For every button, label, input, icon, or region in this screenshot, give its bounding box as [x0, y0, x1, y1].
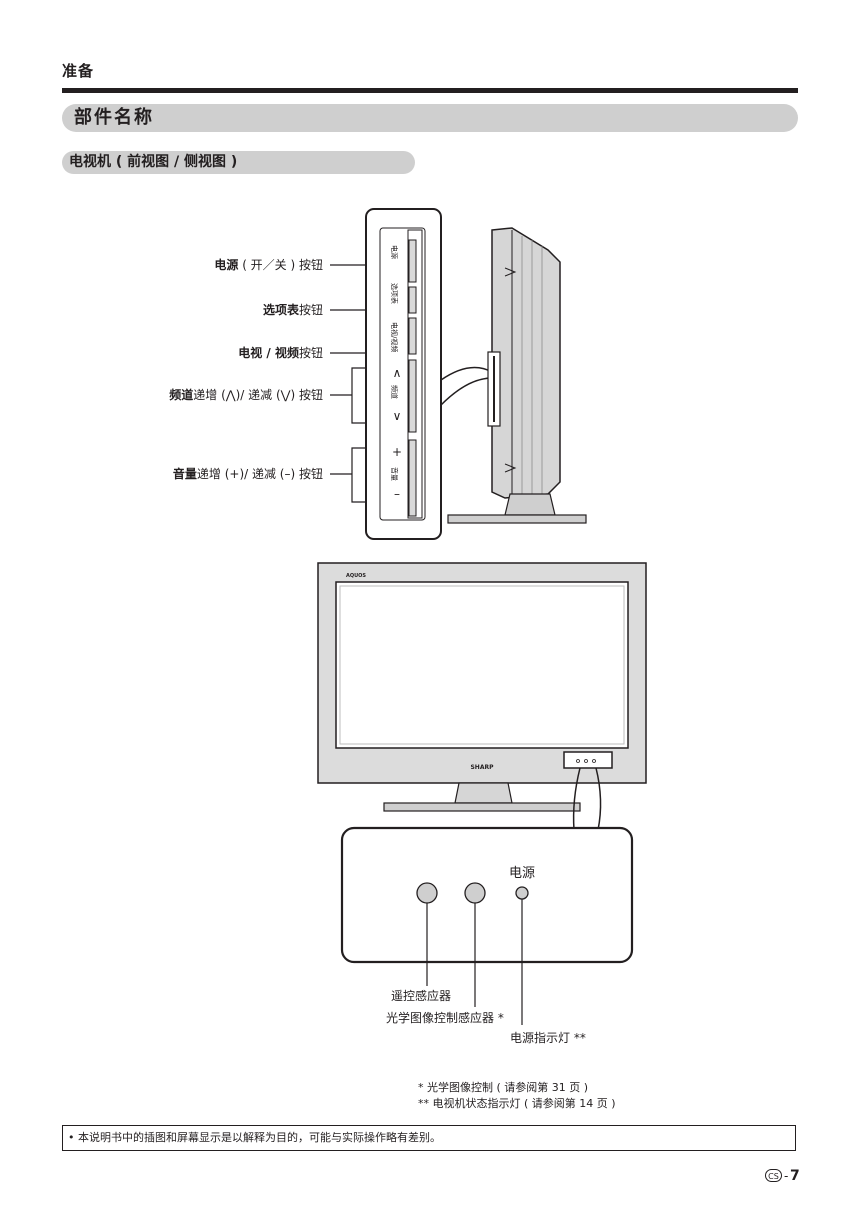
section-title: 部件名称 — [74, 107, 154, 128]
page-separator: - — [784, 1169, 789, 1183]
panel-power-text: 电源 — [390, 245, 399, 259]
opc-sensor-label: 光学图像控制感应器 * — [386, 1011, 504, 1025]
label-volume-buttons: 音量递增 (+)/ 递减 (–) 按钮 — [172, 467, 323, 481]
opc-sensor-icon — [464, 882, 486, 904]
note-text: • 本说明书中的插图和屏幕显示是以解释为目的，可能与实际操作略有差别。 — [68, 1131, 441, 1144]
power-indicator-label: 电源指示灯 ** — [510, 1031, 586, 1045]
panel-plus-text: + — [392, 445, 402, 459]
panel-up-text: ∧ — [393, 366, 402, 380]
label-power-button: 电源 ( 开／关 ) 按钮 — [214, 258, 323, 272]
sharp-logo: SHARP — [470, 764, 494, 771]
panel-input-text: 电视/视频 — [390, 322, 399, 352]
panel-volume-text: 音量 — [390, 467, 399, 481]
panel-channel-text: 频道 — [390, 385, 399, 399]
section-bar — [62, 104, 798, 132]
chapter-title: 准备 — [62, 62, 95, 80]
subsection-title: 电视机 ( 前视图 / 侧视图 ) — [69, 154, 238, 170]
chapter-rule — [62, 88, 798, 93]
power-indicator-icon — [515, 886, 529, 900]
language-badge: CS — [765, 1169, 782, 1182]
label-channel-buttons: 频道递增 (⋀)/ 递减 (⋁) 按钮 — [169, 388, 323, 402]
note-box — [62, 1125, 796, 1151]
panel-minus-text: – — [394, 487, 400, 501]
detail-power-label: 电源 — [509, 866, 535, 881]
remote-sensor-icon — [416, 882, 438, 904]
footnote-opc: * 光学图像控制 ( 请参阅第 31 页 ) — [418, 1081, 589, 1094]
panel-down-text: ∨ — [393, 409, 402, 423]
footnote-indicator: ** 电视机状态指示灯 ( 请参阅第 14 页 ) — [418, 1097, 616, 1110]
page-number: 7 — [790, 1168, 800, 1184]
label-menu-button: 选项表按钮 — [262, 303, 323, 317]
label-input-button: 电视 / 视频按钮 — [238, 346, 323, 360]
remote-sensor-label: 遥控感应器 — [391, 989, 452, 1003]
subsection-bar — [62, 151, 415, 174]
panel-menu-text: 选项表 — [390, 283, 399, 304]
aquos-logo: AQUOS — [346, 573, 366, 579]
